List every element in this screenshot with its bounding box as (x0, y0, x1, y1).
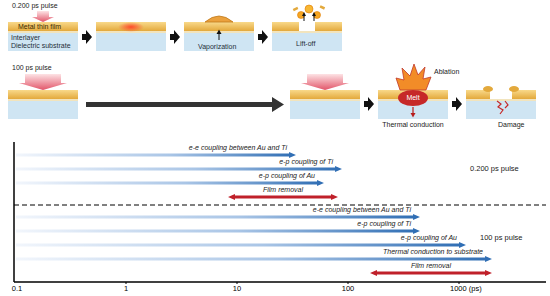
lift-off-burst (299, 22, 315, 31)
process-bar (16, 180, 324, 186)
damage-crater (483, 86, 519, 114)
film-panel (378, 90, 448, 119)
bar-label: e-p coupling of Au (401, 234, 457, 242)
bar-label: e-p coupling of Ti (357, 220, 411, 228)
ablation-burst (411, 113, 416, 118)
time-axis (13, 142, 15, 282)
vapor-dome (205, 16, 233, 40)
step-arrow (82, 30, 92, 44)
lift-off-burst (293, 7, 299, 11)
layer-label: Dielectric substrate (11, 42, 71, 50)
film-panel (184, 22, 254, 51)
time-axis (14, 142, 546, 284)
lift-off-burst (293, 5, 325, 31)
tick-label: 10 (233, 285, 241, 293)
time-axis (237, 282, 238, 284)
pulse-label: 100 ps pulse (12, 64, 52, 72)
tick-label: 100 (342, 285, 355, 293)
step-arrow (452, 97, 462, 111)
process-bar (16, 242, 466, 248)
process-bar (16, 152, 296, 158)
process-label: Ablation (434, 68, 459, 76)
film-panel (96, 22, 166, 51)
ablation-burst (396, 64, 431, 90)
film-panel (8, 22, 342, 51)
time-axis (14, 281, 546, 283)
process-label: Vaporization (198, 43, 236, 51)
divider-line (14, 205, 546, 206)
bar-label: e-p coupling of Au (259, 172, 315, 180)
film-panel (290, 90, 360, 119)
vapor-dome (217, 30, 222, 35)
process-bar (16, 152, 492, 262)
damage-crater (497, 101, 503, 114)
process-label: Lift-off (296, 40, 315, 48)
film-panel (8, 22, 78, 51)
bar-label: e-e coupling between Au and Ti (313, 206, 411, 214)
step-arrow (364, 97, 374, 111)
film-panel (466, 90, 536, 119)
laser-pulse (32, 11, 54, 22)
step-arrow (258, 30, 268, 44)
damage-crater (505, 101, 508, 108)
bar-label: e-p coupling of Ti (279, 158, 333, 166)
process-label: Damage (498, 121, 524, 129)
pulse-label: 0.200 ps pulse (12, 2, 58, 10)
step-arrow (82, 30, 268, 44)
ablation-burst (412, 107, 413, 114)
film-panel (272, 22, 342, 51)
time-arrow (86, 97, 284, 112)
damage-crater (490, 90, 512, 99)
process-label: Thermal conduction (382, 121, 443, 129)
process-bar (16, 166, 342, 172)
bar-label: e-e coupling between Au and Ti (189, 144, 287, 152)
ablation-burst (396, 64, 431, 118)
time-axis (348, 282, 349, 284)
pulse-label: 0.200 ps pulse (470, 165, 519, 173)
ablation-burst (398, 90, 428, 106)
removal-bar (228, 194, 338, 200)
layer-label: Interlayer (11, 34, 40, 42)
tick-label: 1 (124, 285, 128, 293)
film-panel (8, 90, 78, 119)
process-bar (16, 228, 420, 234)
bar-label: Film removal (263, 186, 303, 194)
process-label: Melt (406, 94, 419, 102)
time-axis (126, 282, 127, 284)
heat-spot (118, 22, 144, 32)
damage-crater (483, 86, 493, 92)
bar-label: Thermal conduction to substrate (383, 248, 483, 256)
film-panel (8, 90, 536, 119)
process-bar (16, 256, 492, 262)
layer-label: Metal thin film (18, 23, 61, 31)
vapor-dome (219, 33, 220, 40)
time-axis (459, 282, 460, 284)
process-bar (16, 214, 420, 220)
lift-off-burst (320, 5, 326, 9)
lift-off-burst (312, 12, 316, 16)
lift-off-burst (302, 12, 306, 16)
laser-pulse (301, 74, 349, 90)
step-arrow (170, 30, 180, 44)
pulse-label: 100 ps pulse (480, 234, 523, 242)
removal-bar (228, 194, 492, 276)
tick-label: 1000 (ps) (450, 285, 482, 293)
vapor-dome (205, 16, 233, 22)
lift-off-burst (305, 5, 313, 13)
removal-bar (370, 270, 492, 276)
tick-label: 0.1 (12, 285, 22, 293)
laser-pulse (19, 74, 67, 90)
damage-crater (509, 86, 519, 92)
bar-label: Film removal (411, 262, 451, 270)
